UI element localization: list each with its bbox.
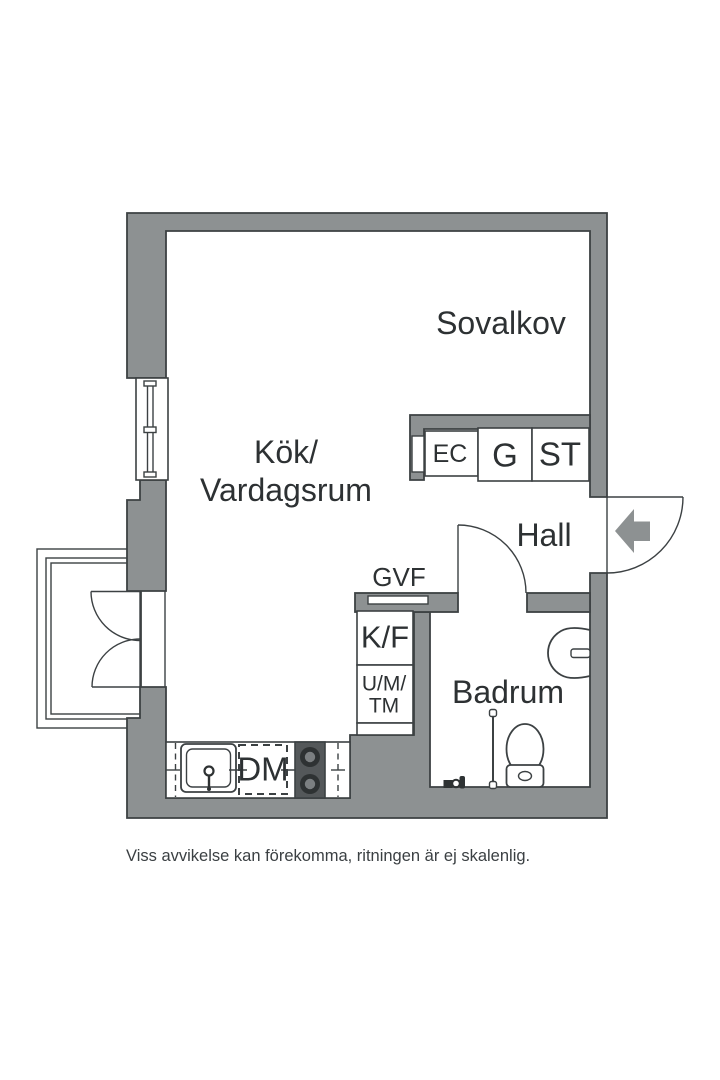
room-label-kitchen-line2: Vardagsrum: [200, 472, 372, 508]
kitchen-counter: DM: [165, 741, 351, 799]
bath-sink-faucet: [570, 648, 591, 659]
shower-mixer-part: [443, 780, 453, 788]
shower-rail-knob: [488, 780, 498, 790]
balcony-door-swing-top: [90, 591, 141, 642]
room-labels: Sovalkov Kök/ Vardagsrum Hall Badrum GVF: [200, 305, 572, 710]
appliance-kf-label: K/F: [361, 620, 409, 655]
closet-g: [477, 427, 533, 482]
bathroom-door: [457, 524, 527, 594]
shower-mixer-part: [459, 776, 465, 789]
walls: [126, 212, 608, 819]
appliance-plinth: [356, 722, 414, 736]
appliance-kf: [356, 610, 414, 666]
shower-mixer-icon: [443, 776, 465, 789]
shower-rail: [488, 708, 498, 790]
disclaimer-text: Viss avvikelse kan förekomma, ritningen …: [126, 847, 530, 865]
stove: [294, 741, 326, 799]
stove-burner-center: [304, 751, 316, 763]
entry-door: [606, 496, 684, 574]
bathroom-fixtures: [443, 627, 591, 790]
closet-st: [531, 427, 590, 482]
ec-wall-niche: [411, 435, 425, 473]
appliance-column: K/F U/M/ TM: [356, 610, 414, 736]
room-label-hall: Hall: [516, 517, 571, 553]
shower-rail-knob: [488, 708, 498, 718]
entry-arrow-icon: [615, 509, 650, 553]
room-label-kitchen-line1: Kök/: [254, 434, 318, 470]
kitchen-faucet-end: [207, 787, 211, 791]
window-mullion: [143, 471, 157, 478]
gvf-wall-niche: [367, 595, 429, 605]
hall-closets: EC G ST: [424, 427, 590, 482]
closet-g-label: G: [492, 437, 518, 474]
balcony-door: [90, 590, 166, 688]
dishwasher: [238, 744, 288, 795]
room-label-badrum: Badrum: [452, 674, 564, 710]
room-label-sovalkov: Sovalkov: [436, 305, 566, 341]
toilet-button: [517, 770, 533, 782]
balcony: [36, 548, 142, 729]
toilet-tank: [505, 764, 545, 788]
closet-st-label: ST: [539, 436, 581, 473]
appliance-umtm-label-line1: U/M/: [362, 673, 406, 696]
kitchen-sink: [180, 743, 237, 793]
balcony-door-swing-bottom: [91, 638, 141, 688]
bathroom-door-swing: [457, 524, 527, 594]
window-mullion: [143, 426, 157, 434]
bath-sink: [547, 627, 591, 679]
bath-wall-right: [526, 592, 591, 613]
label-gvf: GVF: [372, 562, 425, 592]
window: [135, 377, 169, 481]
window-mullion: [143, 380, 157, 387]
appliance-umtm-label-line2: TM: [369, 695, 399, 718]
closet-ec-label: EC: [433, 440, 468, 468]
toilet: [505, 723, 545, 788]
left-wall-mid: [126, 479, 167, 592]
entry-door-swing: [606, 496, 684, 574]
dishwasher-label: DM: [237, 751, 288, 788]
stove-burner-center: [304, 778, 316, 790]
balcony-rail-inner: [50, 562, 142, 715]
appliance-umtm: [356, 664, 414, 724]
kitchen-sink-outer: [180, 743, 237, 793]
